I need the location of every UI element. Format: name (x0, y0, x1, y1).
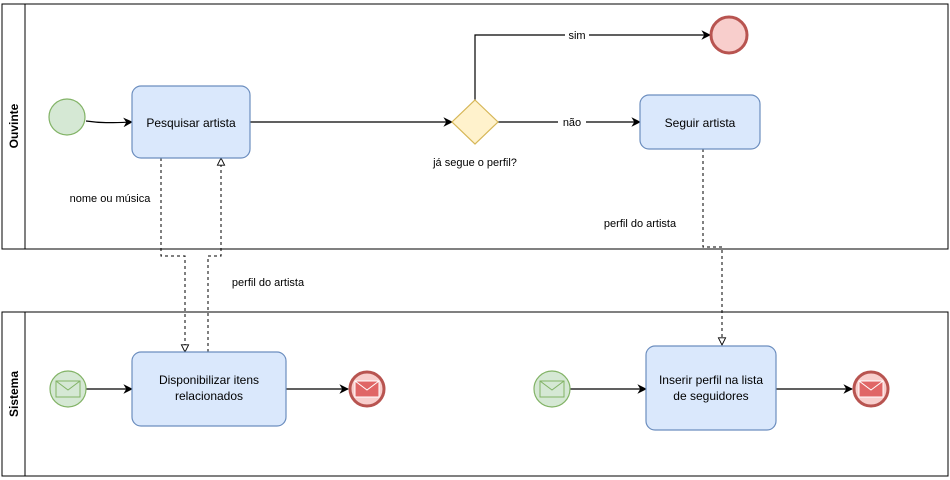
lane-sistema-title: Sistema (7, 371, 21, 417)
start-event-ouvinte[interactable] (48, 98, 86, 136)
envelope-filled-icon (354, 380, 380, 398)
msg-flow-perfil-artista-up (207, 158, 221, 352)
flow-start-to-pesquisar (85, 117, 133, 128)
lane-sistema: Sistema (1, 311, 949, 477)
envelope-filled-icon (858, 380, 884, 398)
task-disponibilizar-label-line1: Disponibilizar itens (159, 373, 259, 387)
task-disponibilizar-label-line2: relacionados (175, 389, 243, 403)
svg-text:relacionados: relacionados (175, 389, 243, 403)
svg-text:de seguidores: de seguidores (673, 389, 748, 403)
message-flows (160, 149, 722, 352)
task-seguir-label: Seguir artista (665, 116, 736, 130)
flow-gateway-sim (474, 30, 711, 100)
svg-text:Inserir perfil na lista: Inserir perfil na lista (659, 373, 763, 387)
msg-flow-nome-ou-musica (160, 158, 185, 352)
task-pesquisar-artista[interactable]: Pesquisar artista (131, 85, 251, 159)
message-start-event-1[interactable] (49, 370, 87, 408)
svg-text:Disponibilizar itens: Disponibilizar itens (159, 373, 259, 387)
envelope-icon (539, 380, 565, 398)
task-inserir-label-line1: Inserir perfil na lista (659, 373, 763, 387)
gateway-label: já segue o perfil? (432, 157, 517, 169)
svg-text:Seguir artista: Seguir artista (665, 116, 736, 130)
msg-flow-perfil-artista-down (702, 149, 722, 345)
svg-text:Pesquisar artista: Pesquisar artista (146, 116, 236, 130)
task-inserir-perfil[interactable]: Inserir perfil na lista de seguidores (645, 345, 777, 431)
edge-labels: sim não nome ou música perfil do artista… (70, 28, 677, 289)
task-disponibilizar-itens[interactable]: Disponibilizar itens relacionados (131, 351, 287, 427)
label-perfil-do-artista-1: perfil do artista (232, 277, 305, 289)
label-nome-ou-musica: nome ou música (70, 193, 152, 205)
label-sim: sim (568, 30, 585, 42)
lane-ouvinte-title: Ouvinte (7, 103, 21, 148)
message-end-event-1[interactable] (348, 370, 386, 408)
end-event-ouvinte[interactable] (709, 15, 749, 55)
label-perfil-do-artista-2: perfil do artista (604, 218, 677, 230)
message-start-event-2[interactable] (533, 370, 571, 408)
message-end-event-2[interactable] (852, 370, 890, 408)
task-inserir-label-line2: de seguidores (673, 389, 748, 403)
exclusive-gateway[interactable] (451, 99, 499, 145)
task-seguir-artista[interactable]: Seguir artista (639, 94, 761, 150)
envelope-icon (55, 380, 81, 398)
task-pesquisar-label: Pesquisar artista (146, 116, 236, 130)
label-nao: não (563, 117, 581, 129)
